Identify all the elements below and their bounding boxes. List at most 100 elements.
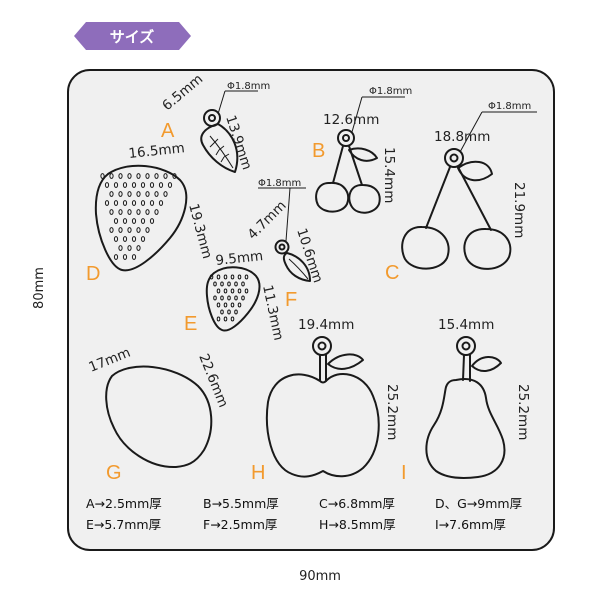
width-label: 12.6mm bbox=[323, 112, 379, 128]
seed-dot bbox=[118, 227, 123, 233]
seed-dot bbox=[140, 200, 146, 206]
charm-letter: G bbox=[106, 462, 122, 484]
seed-dot bbox=[118, 173, 123, 179]
seed-dot bbox=[227, 309, 231, 315]
seed-dot bbox=[154, 209, 159, 215]
width-label: 18.8mm bbox=[434, 129, 490, 145]
charm-letter: E bbox=[184, 313, 197, 335]
panel-height-label: 80mm bbox=[32, 267, 47, 309]
width-label: 19.4mm bbox=[298, 317, 354, 333]
seed-dot bbox=[167, 182, 173, 188]
seed-dot bbox=[145, 173, 150, 179]
seed-dot bbox=[127, 227, 132, 233]
seed-dot bbox=[163, 173, 168, 179]
charm-letter: H bbox=[251, 462, 265, 484]
seed-dot bbox=[131, 182, 137, 188]
seed-dot bbox=[131, 254, 137, 260]
mold-panel bbox=[67, 69, 555, 551]
seed-dot bbox=[113, 254, 119, 260]
thickness-item: I→7.6mm厚 bbox=[435, 517, 506, 532]
hole-label: Φ1.8mm bbox=[488, 101, 531, 112]
thickness-item: C→6.8mm厚 bbox=[319, 496, 395, 511]
seed-dot bbox=[172, 173, 177, 179]
seed-dot bbox=[213, 281, 217, 287]
height-label: 15.4mm bbox=[381, 147, 397, 203]
seed-dot bbox=[234, 281, 238, 287]
seed-dot bbox=[100, 173, 105, 179]
seed-dot bbox=[140, 236, 146, 242]
seed-dot bbox=[244, 288, 249, 294]
seed-dot bbox=[216, 302, 221, 308]
seed-dot bbox=[118, 191, 123, 197]
size-badge: サイズ bbox=[74, 22, 191, 50]
seed-dot bbox=[234, 309, 238, 315]
charm-letter: D bbox=[86, 263, 100, 285]
seed-dot bbox=[127, 173, 132, 179]
seed-dot bbox=[149, 218, 155, 224]
seed-dot bbox=[230, 302, 235, 308]
seed-dot bbox=[109, 209, 114, 215]
thickness-item: H→8.5mm厚 bbox=[319, 517, 396, 532]
seed-dot bbox=[127, 191, 132, 197]
seed-dot bbox=[220, 295, 224, 301]
seed-dot bbox=[220, 309, 224, 315]
charm-letter: B bbox=[312, 140, 325, 162]
seed-dot bbox=[145, 227, 150, 233]
seed-dot bbox=[154, 173, 159, 179]
width-label: 9.5mm bbox=[215, 248, 264, 269]
seed-dot bbox=[122, 236, 128, 242]
thickness-item: D、G→9mm厚 bbox=[435, 496, 522, 511]
seed-dot bbox=[127, 245, 132, 251]
size-badge-label: サイズ bbox=[110, 28, 155, 46]
seed-dot bbox=[136, 227, 141, 233]
height-label: 21.9mm bbox=[511, 182, 527, 238]
seed-dot bbox=[149, 182, 155, 188]
seed-dot bbox=[241, 281, 245, 287]
seed-dot bbox=[104, 182, 110, 188]
seed-dot bbox=[145, 209, 150, 215]
seed-dot bbox=[122, 218, 128, 224]
seed-dot bbox=[145, 191, 150, 197]
seed-dot bbox=[230, 274, 235, 280]
hole-label: Φ1.8mm bbox=[258, 178, 301, 189]
seed-dot bbox=[136, 191, 141, 197]
seed-dot bbox=[223, 316, 228, 322]
seed-dot bbox=[113, 182, 119, 188]
seed-dot bbox=[109, 173, 114, 179]
seed-dot bbox=[241, 295, 245, 301]
seed-dot bbox=[237, 274, 242, 280]
seed-dot bbox=[131, 236, 137, 242]
seed-dot bbox=[220, 281, 224, 287]
seed-dot bbox=[237, 302, 242, 308]
thickness-legend: A→2.5mm厚 B→5.5mm厚 C→6.8mm厚 D、G→9mm厚 E→5.… bbox=[86, 496, 522, 532]
panel-width-label: 90mm bbox=[299, 569, 341, 584]
seed-dot bbox=[136, 245, 141, 251]
seed-dot bbox=[223, 288, 228, 294]
seed-dot bbox=[122, 182, 128, 188]
seed-dot bbox=[158, 200, 164, 206]
seed-dot bbox=[113, 218, 119, 224]
seed-dot bbox=[140, 182, 146, 188]
thickness-item: E→5.7mm厚 bbox=[86, 517, 161, 532]
charm-letter: A bbox=[161, 120, 175, 142]
seed-dot bbox=[118, 209, 123, 215]
width-label: 15.4mm bbox=[438, 317, 494, 333]
seed-dot bbox=[223, 302, 228, 308]
seed-dot bbox=[104, 200, 110, 206]
seed-dot bbox=[127, 209, 132, 215]
seed-dot bbox=[223, 274, 228, 280]
charm-c: Φ1.8mm 18.8mm 21.9mm C bbox=[385, 101, 537, 284]
seed-dot bbox=[227, 295, 231, 301]
seed-dot bbox=[122, 200, 128, 206]
seed-dot bbox=[118, 245, 123, 251]
seed-dot bbox=[109, 227, 114, 233]
seed-dot bbox=[237, 288, 242, 294]
seed-dot bbox=[109, 191, 114, 197]
seed-dot bbox=[113, 200, 119, 206]
charm-b: Φ1.8mm 12.6mm 15.4mm B bbox=[312, 86, 412, 214]
charm-i: 15.4mm 25.2mm I bbox=[401, 317, 531, 484]
seed-dot bbox=[230, 288, 235, 294]
seed-dot bbox=[213, 295, 217, 301]
seed-dot bbox=[216, 288, 221, 294]
